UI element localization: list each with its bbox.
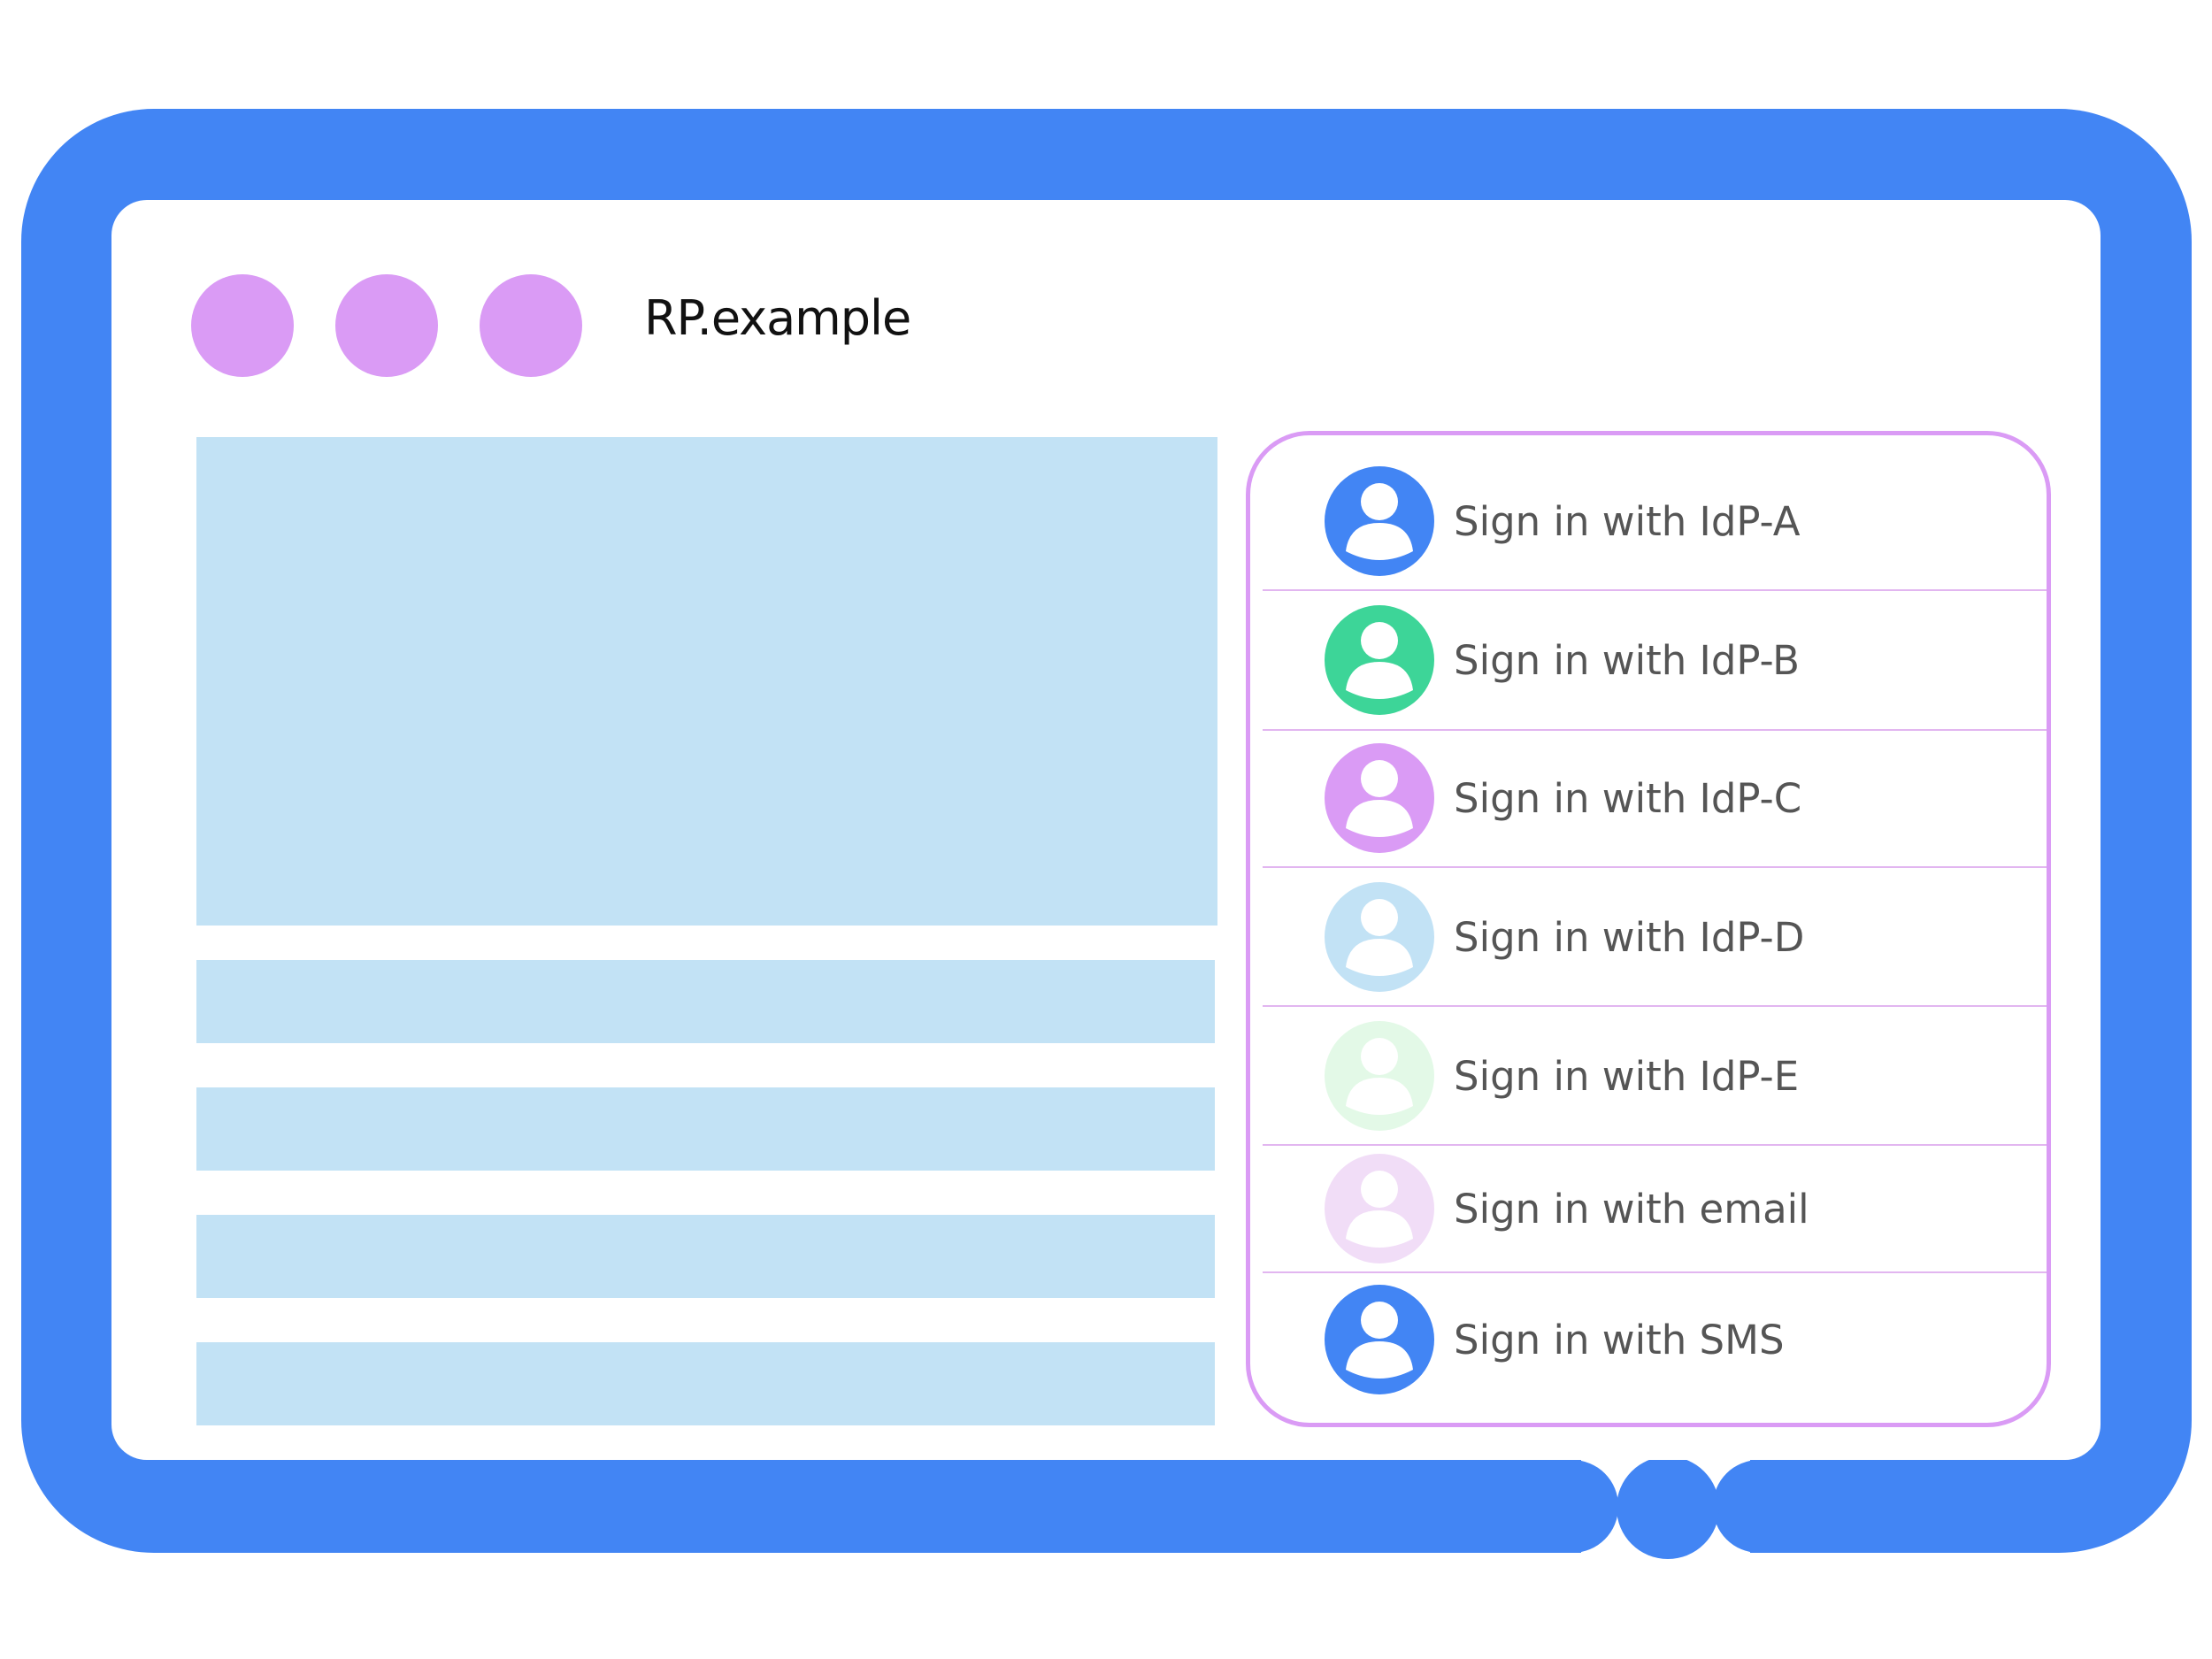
account-circle-icon xyxy=(1325,1154,1434,1263)
divider xyxy=(1263,1005,2047,1007)
divider xyxy=(1263,729,2047,731)
content-line-placeholder xyxy=(196,960,1215,1043)
account-circle-icon xyxy=(1325,605,1434,715)
account-circle-icon xyxy=(1325,743,1434,853)
sign-in-option-label: Sign in with IdP-B xyxy=(1454,636,1801,684)
sign-in-option[interactable]: Sign in with IdP-C xyxy=(1250,743,2047,853)
content-line-placeholder xyxy=(196,1087,1215,1171)
window-control-dot[interactable] xyxy=(191,274,294,377)
content-line-placeholder xyxy=(196,1342,1215,1425)
sign-in-option[interactable]: Sign in with IdP-E xyxy=(1250,1021,2047,1131)
sign-in-option-label: Sign in with IdP-A xyxy=(1454,497,1801,545)
site-title: RP.example xyxy=(644,290,911,346)
sign-in-option-label: Sign in with email xyxy=(1454,1185,1809,1233)
sign-in-option-label: Sign in with SMS xyxy=(1454,1316,1785,1363)
divider xyxy=(1263,866,2047,868)
divider xyxy=(1263,1271,2047,1273)
account-circle-icon xyxy=(1325,882,1434,992)
sign-in-option[interactable]: Sign in with IdP-B xyxy=(1250,605,2047,715)
account-circle-icon xyxy=(1325,1285,1434,1394)
account-circle-icon xyxy=(1325,466,1434,576)
window-control-dot[interactable] xyxy=(335,274,438,377)
frame-bottom-right-end xyxy=(1713,1460,1787,1553)
sign-in-option-label: Sign in with IdP-C xyxy=(1454,774,1802,822)
sign-in-option-label: Sign in with IdP-E xyxy=(1454,1052,1800,1100)
account-circle-icon xyxy=(1325,1021,1434,1131)
divider xyxy=(1263,589,2047,591)
frame-bottom-left-end xyxy=(1544,1460,1618,1553)
divider xyxy=(1263,1144,2047,1146)
sign-in-option-label: Sign in with IdP-D xyxy=(1454,913,1805,961)
home-button[interactable] xyxy=(1617,1456,1719,1559)
sign-in-option[interactable]: Sign in with email xyxy=(1250,1154,2047,1263)
account-chooser-panel: Sign in with IdP-A Sign in with IdP-B Si… xyxy=(1246,431,2051,1427)
sign-in-option[interactable]: Sign in with SMS xyxy=(1250,1285,2047,1394)
window-control-dot[interactable] xyxy=(480,274,582,377)
sign-in-option[interactable]: Sign in with IdP-D xyxy=(1250,882,2047,992)
sign-in-option[interactable]: Sign in with IdP-A xyxy=(1250,466,2047,576)
content-hero-placeholder xyxy=(196,437,1217,926)
content-line-placeholder xyxy=(196,1215,1215,1298)
